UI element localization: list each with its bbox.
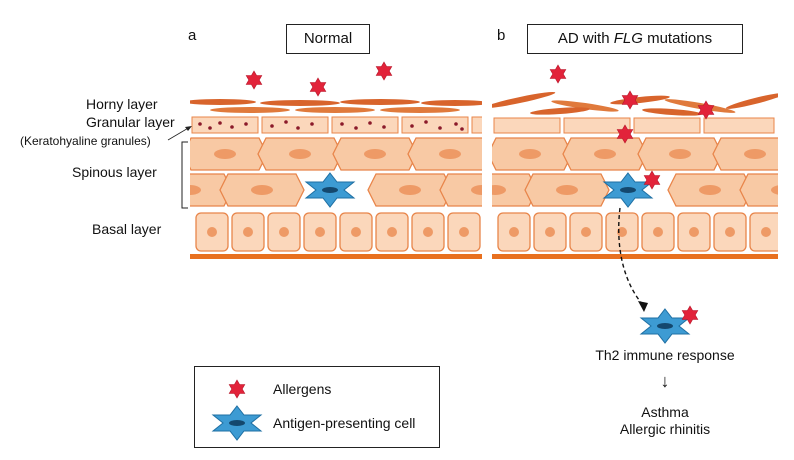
panel-b-title-suffix: mutations [642, 30, 713, 47]
allergic-rhinitis-label: Allergic rhinitis [619, 421, 711, 437]
allergen-icon [309, 77, 327, 97]
asthma-label: Asthma [641, 404, 689, 420]
granular-layer-a [191, 116, 482, 134]
granular-layer-b [493, 117, 775, 134]
basal-layer-label: Basal layer [92, 221, 162, 237]
legend: Allergens Antigen-presenting cell [194, 366, 440, 448]
horny-layer-label: Horny layer [86, 96, 158, 112]
allergen-icon [245, 70, 263, 90]
allergen-icon [375, 61, 393, 81]
allergen-icon [549, 64, 567, 84]
legend-allergen-icon [228, 379, 246, 399]
legend-apc-label: Antigen-presenting cell [273, 415, 416, 431]
spinous-layer-label: Spinous layer [72, 164, 157, 180]
horny-layer-a [190, 99, 482, 113]
panel-b-title-gene: FLG [613, 30, 643, 47]
allergen-icon [621, 90, 639, 110]
antigen-presenting-cell-icon [305, 172, 355, 208]
antigen-presenting-cell-icon [640, 308, 690, 344]
spinous-bracket [181, 141, 188, 209]
down-arrow-icon: ↓ [660, 371, 670, 391]
basal-layer-b [492, 212, 778, 259]
granular-layer-label: Granular layer [86, 114, 175, 130]
antigen-presenting-cell-icon [603, 172, 653, 208]
panel-a-letter: a [188, 27, 197, 44]
legend-allergens-label: Allergens [273, 381, 332, 397]
legend-apc-icon [212, 405, 262, 441]
basal-layer-a [190, 212, 482, 259]
keratohyaline-label: (Keratohyaline granules) [20, 134, 151, 148]
keratohyaline-granules [198, 120, 464, 131]
panel-b-title: AD with FLG mutations [527, 24, 743, 54]
panel-b-letter: b [497, 27, 506, 44]
panel-b-title-prefix: AD with [557, 30, 614, 47]
th2-response-label: Th2 immune response [595, 347, 735, 363]
panel-a-title: Normal [286, 24, 370, 54]
panel-a-title-text: Normal [303, 30, 353, 47]
ad-skin-panel [492, 91, 778, 259]
migration-arrow [618, 207, 645, 307]
normal-skin-panel [190, 99, 482, 259]
keratohyaline-pointer [167, 126, 191, 141]
